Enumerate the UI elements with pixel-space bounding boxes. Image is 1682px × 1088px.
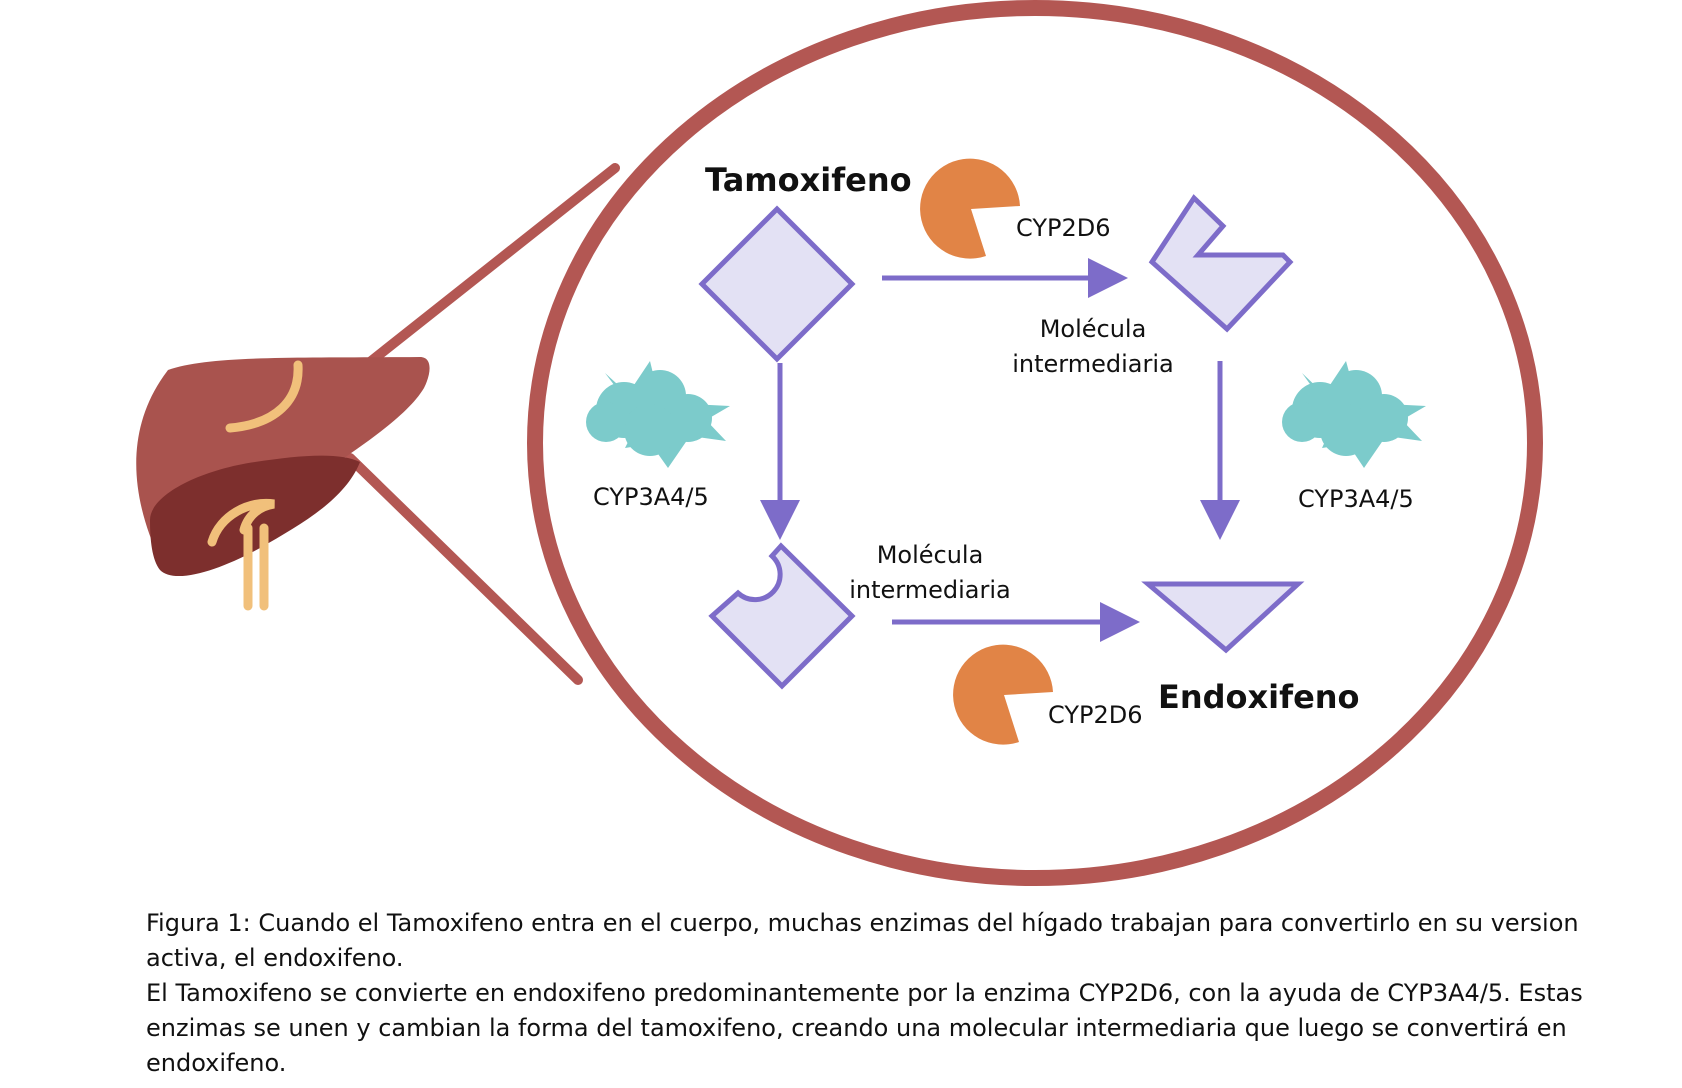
cyp3a4-right-icon (1282, 361, 1426, 468)
bile-duct-upper (225, 360, 303, 433)
cyp2d6-top-icon (920, 158, 1020, 259)
intermediate-molecule-bottom (708, 542, 856, 690)
cyp2d6-top-label: CYP2D6 (1016, 214, 1111, 242)
cyp2d6-bottom-icon (953, 644, 1053, 745)
intermediate-bottom-label-line2: intermediaria (849, 576, 1011, 604)
intermediate-molecule-top (1148, 194, 1294, 333)
figure-caption: Figura 1: Cuando el Tamoxifeno entra en … (146, 906, 1626, 1081)
cyp3a4-left-label: CYP3A4/5 (593, 483, 709, 511)
tamoxifeno-label: Tamoxifeno (705, 161, 912, 199)
caption-line-1: Figura 1: Cuando el Tamoxifeno entra en … (146, 909, 1579, 972)
gallbladder-duct (207, 498, 275, 547)
tamoxifeno-molecule (698, 205, 856, 363)
zoom-line-bottom (345, 453, 583, 685)
cyp3a4-right-label: CYP3A4/5 (1298, 485, 1414, 513)
intermediate-top-label-line1: Molécula (1040, 315, 1147, 343)
intermediate-top-label-line2: intermediaria (1012, 350, 1174, 378)
endoxifeno-molecule (1141, 581, 1305, 654)
liver-icon (136, 357, 430, 611)
cyp3a4-left-icon (586, 361, 730, 468)
intermediate-bottom-label-line1: Molécula (877, 541, 984, 569)
caption-line-2: El Tamoxifeno se convierte en endoxifeno… (146, 979, 1583, 1077)
endoxifeno-label: Endoxifeno (1158, 678, 1360, 716)
cyp2d6-bottom-label: CYP2D6 (1048, 701, 1143, 729)
zoom-line-top (365, 163, 620, 367)
